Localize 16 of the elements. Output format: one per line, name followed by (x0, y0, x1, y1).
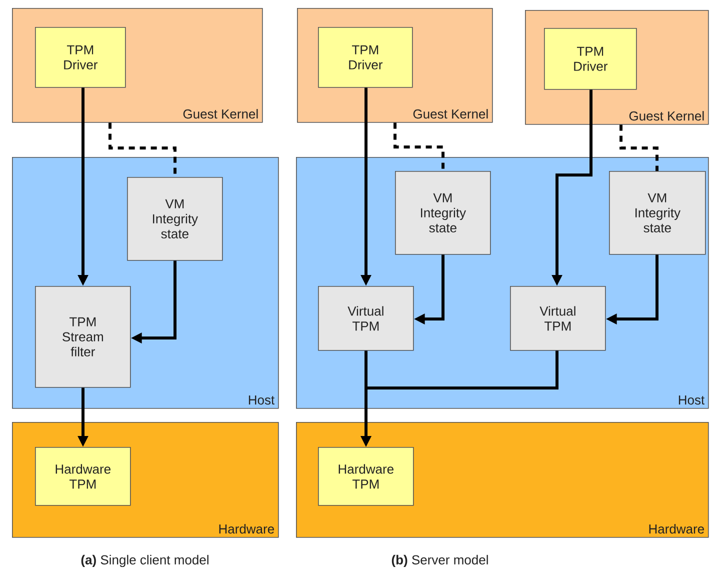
process-box: Virtual TPM (510, 286, 606, 351)
process-box: Virtual TPM (318, 286, 414, 351)
process-box: VM Integrity state (127, 177, 223, 261)
process-box: TPM Stream filter (35, 286, 131, 388)
process-box: VM Integrity state (395, 171, 491, 255)
hardware-tpm-box: Hardware TPM (318, 447, 414, 506)
panel-caption: (b) Server model (392, 554, 488, 568)
connector-line (108, 122, 176, 177)
hardware-tpm-box: Hardware TPM (35, 447, 131, 506)
process-box: VM Integrity state (609, 171, 706, 255)
connector-line (620, 124, 658, 171)
driver-box: TPM Driver (35, 27, 126, 88)
panel-caption: (a) Single client model (81, 554, 208, 568)
driver-box: TPM Driver (544, 28, 637, 90)
driver-box: TPM Driver (318, 27, 413, 88)
connector-line (394, 122, 444, 171)
